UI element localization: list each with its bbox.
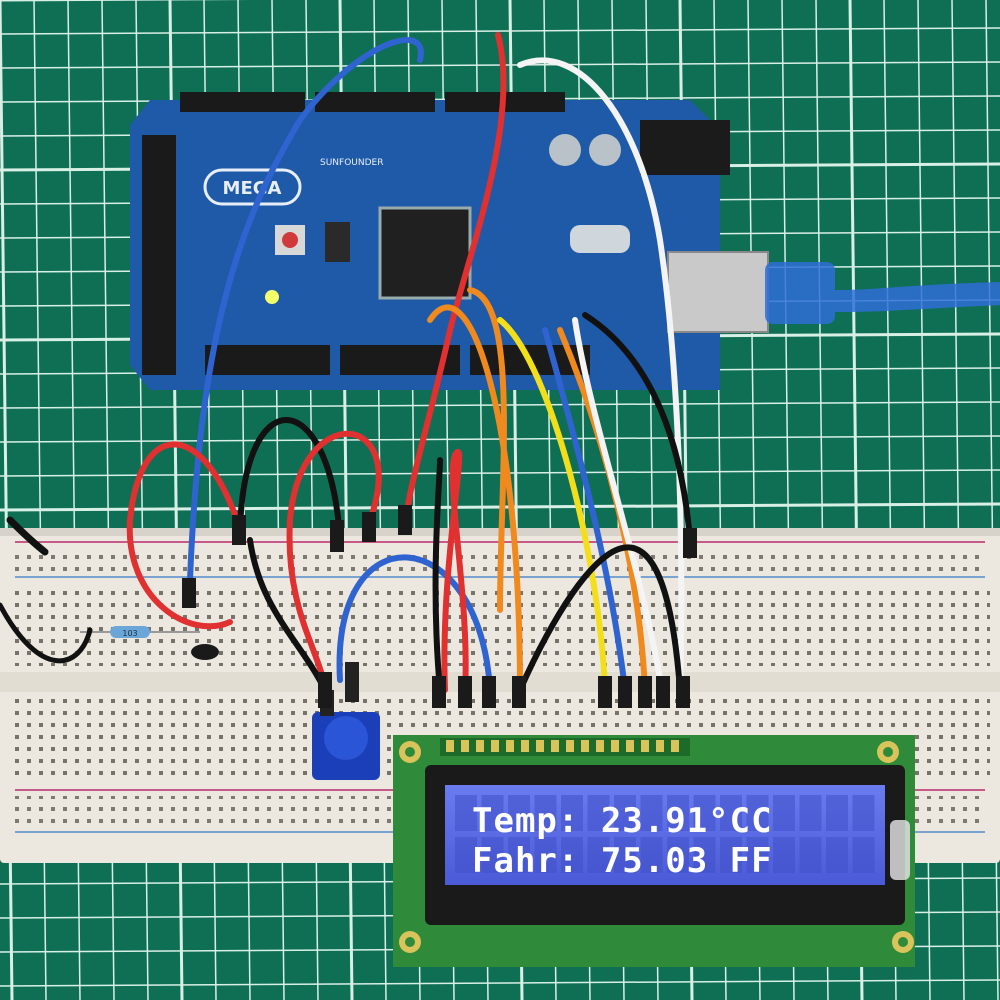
lcd-char-cell [693,837,716,873]
lcd-header-pin [581,740,589,752]
lcd-char-cell [640,795,663,831]
microcontroller-chip [378,206,472,300]
crystal [570,225,630,253]
lcd-char-cell [826,837,848,873]
lcd-header-pin [446,740,454,752]
lcd-char-cell [826,795,848,831]
lcd-char-cell [640,837,663,873]
lcd-char-cell [667,795,689,831]
mat-grid-line [0,469,1000,477]
lcd-header-pin [626,740,634,752]
lcd-char-cell [587,837,610,873]
lcd-char-cell [614,837,636,873]
lcd-char-cell [720,837,742,873]
resistor: 103 [80,626,219,660]
lcd-char-cell [455,795,477,831]
lcd-char-cell [746,795,769,831]
capacitor [549,134,581,166]
lcd-line-1: Temp: 23.91°CC [472,801,773,841]
resistor-label: 103 [122,629,137,638]
lcd-char-cell [508,795,530,831]
lcd-header-pin [476,740,484,752]
board-brand: SUNFOUNDER [320,158,383,168]
mat-grid-line [0,401,1000,409]
power-led [265,290,279,304]
lcd-module: Temp: 23.91°CC Fahr: 75.03 FF [393,735,915,967]
lcd-char-cell [508,837,530,873]
lcd-line-2: Fahr: 75.03 FF [472,841,773,881]
lcd-header-pin [506,740,514,752]
lcd-char-cell [534,795,557,831]
mat-grid-line [0,27,1000,35]
wire-pin-ends [182,505,697,708]
potentiometer [312,662,380,780]
lcd-char-cell [667,837,689,873]
usb-cable [835,282,1000,312]
lcd-header-pin [521,740,529,752]
lcd-header-pin [566,740,574,752]
usb-plug [765,262,835,324]
lcd-header-pin [536,740,544,752]
jumper-wires [0,32,693,693]
lcd-header-pin [491,740,499,752]
lcd-char-cell [773,837,795,873]
lcd-char-cell [720,795,742,831]
mat-grid-line [0,979,1000,987]
board-logo: MEGA [223,178,282,199]
usb-port [667,251,769,333]
lcd-char-cell [799,837,822,873]
lcd-char-cell [481,795,504,831]
lcd-char-cell [534,837,557,873]
lcd-header-pin [596,740,604,752]
lcd-char-cell [852,837,875,873]
lcd-header-pin [461,740,469,752]
lcd-char-cell [481,837,504,873]
lcd-char-cell [852,795,875,831]
lcd-char-cell [614,795,636,831]
lcd-char-cell [587,795,610,831]
lcd-header-pin [671,740,679,752]
lcd-header-pin [656,740,664,752]
lcd-header-pin [551,740,559,752]
lcd-cell-grid [455,795,875,873]
lcd-char-cell [693,795,716,831]
arduino-mega-board: MEGA SUNFOUNDER [130,92,1000,390]
lcd-char-cell [561,795,583,831]
lcd-header-pin [641,740,649,752]
lcd-char-cell [746,837,769,873]
lcd-header-pin [611,740,619,752]
lcd-char-cell [455,837,477,873]
lcd-char-cell [799,795,822,831]
dc-jack [640,120,730,175]
lcd-char-cell [773,795,795,831]
capacitor [589,134,621,166]
lcd-char-cell [561,837,583,873]
